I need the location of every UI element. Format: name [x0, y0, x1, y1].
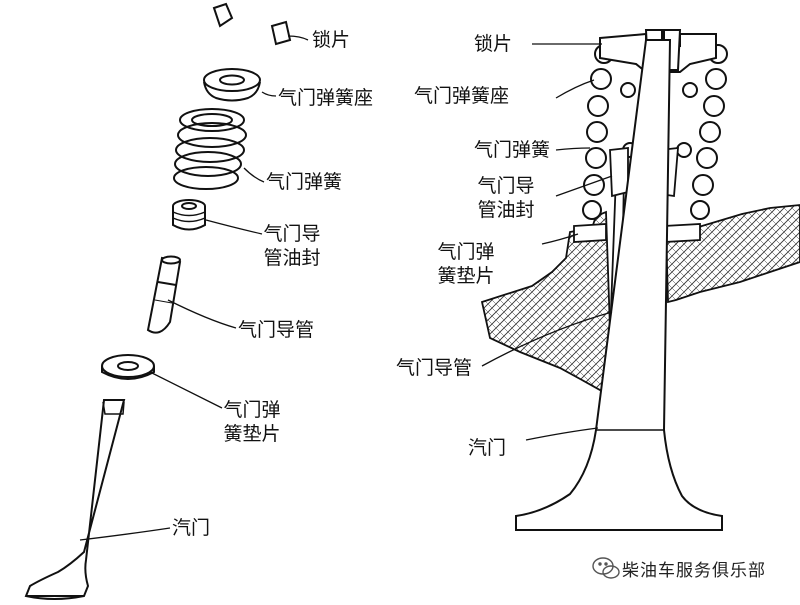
label-seal-left: 气门导管油封 — [263, 223, 321, 269]
washer-part — [101, 354, 155, 380]
label-lock-left: 锁片 — [312, 29, 351, 51]
valve-lock-piece — [212, 2, 234, 28]
exploded-view — [24, 2, 292, 600]
label-washer-right: 气门弹簧垫片 — [437, 241, 495, 287]
assembled-view — [480, 29, 800, 531]
cylinder-head-section — [665, 204, 800, 304]
wechat-icon — [592, 557, 620, 579]
label-valve-right: 汽门 — [468, 437, 507, 459]
label-seal-right: 气门导管油封 — [477, 175, 535, 221]
watermark-text: 柴油车服务俱乐部 — [622, 560, 766, 581]
guide-seal-part — [172, 199, 206, 231]
label-spring-left: 气门弹簧 — [266, 171, 343, 193]
label-valve-left: 汽门 — [172, 517, 211, 539]
spring-part — [173, 108, 247, 190]
label-spring-seat-right: 气门弹簧座 — [414, 85, 510, 107]
label-guide-left: 气门导管 — [238, 319, 315, 341]
left-leader-lines — [79, 35, 309, 541]
assembled-spring — [582, 44, 728, 220]
assembled-valve — [515, 39, 723, 531]
label-spring-right: 气门弹簧 — [474, 139, 551, 161]
label-lock-right: 锁片 — [474, 33, 513, 55]
cylinder-head-section — [480, 210, 613, 391]
valve-lock-piece — [270, 20, 292, 46]
watermark: 柴油车服务俱乐部 — [590, 553, 766, 583]
label-guide-right: 气门导管 — [396, 357, 473, 379]
guide-part — [146, 255, 182, 334]
right-leader-lines — [481, 43, 613, 441]
valve-part — [24, 399, 126, 600]
label-spring-seat-left: 气门弹簧座 — [278, 87, 374, 109]
label-washer-left: 气门弹簧垫片 — [223, 399, 281, 445]
spring-seat-part — [203, 68, 261, 102]
